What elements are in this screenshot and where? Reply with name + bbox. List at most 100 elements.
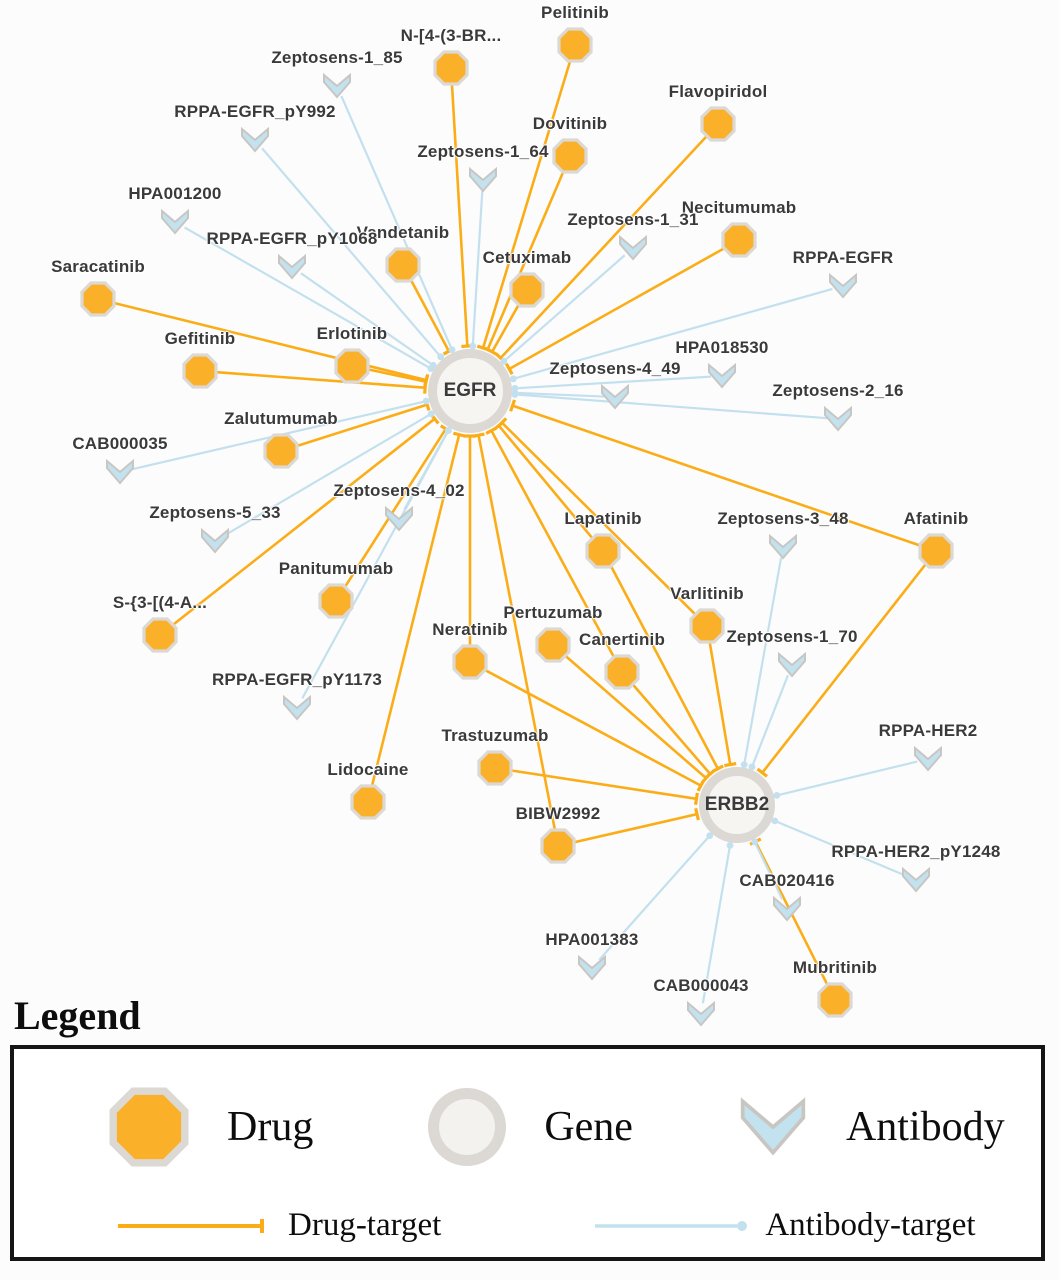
antibody-node-RPPA-EGFR_pY992[interactable] <box>240 126 270 153</box>
antibody-chevron-icon <box>278 253 306 280</box>
drug-node-Vandetanib[interactable] <box>385 247 421 283</box>
drug-node-Erlotinib[interactable] <box>334 348 370 384</box>
edge-drug-target-Saracatinib <box>112 301 430 387</box>
gene-node-EGFR[interactable]: EGFR <box>428 349 512 433</box>
legend-edge-antibody-target: Antibody-target <box>591 1207 976 1244</box>
drug-node-S-{3-[(4-A...[interactable] <box>142 617 178 653</box>
legend-item-gene: Gene <box>428 1088 633 1166</box>
antibody-node-label: RPPA-EGFR_pY1068 <box>206 229 378 248</box>
antibody-node-label: CAB020416 <box>739 871 835 890</box>
antibody-node-CAB020416[interactable] <box>772 895 802 922</box>
drug-node-label: Erlotinib <box>316 324 388 343</box>
antibody-node-RPPA-EGFR_pY1173[interactable] <box>282 694 312 721</box>
legend-antibody-target-label: Antibody-target <box>765 1207 976 1243</box>
drug-node-Lidocaine[interactable] <box>350 784 386 820</box>
drug-node-label: Gefitinib <box>164 329 236 348</box>
antibody-chevron-icon <box>106 458 134 485</box>
drug-node-label: Afatinib <box>903 509 969 528</box>
antibody-target-line-icon <box>595 1220 748 1231</box>
drug-octagon-icon <box>80 281 116 317</box>
legend-drug-target-label: Drug-target <box>288 1207 442 1243</box>
drug-octagon-icon <box>540 828 576 864</box>
edge-antibody-target-RPPA-EGFR_pY1173 <box>301 427 452 699</box>
drug-node-label: Mubritinib <box>792 958 878 977</box>
drug-node-label: Cetuximab <box>482 248 572 267</box>
antibody-node-label: Zeptosens-3_48 <box>717 509 849 528</box>
antibody-node-Zeptosens-1_85[interactable] <box>322 72 352 99</box>
antibody-node-label: Zeptosens-1_70 <box>726 627 858 646</box>
drug-octagon-icon <box>385 247 421 283</box>
antibody-chevron-icon <box>740 1097 806 1156</box>
antibody-node-Zeptosens-1_31[interactable] <box>618 234 648 261</box>
antibody-node-RPPA-EGFR[interactable] <box>828 272 858 299</box>
antibody-chevron-icon <box>902 866 930 893</box>
antibody-node-HPA001200[interactable] <box>160 208 190 235</box>
drug-octagon-icon <box>817 982 853 1018</box>
antibody-node-Zeptosens-3_48[interactable] <box>768 533 798 560</box>
antibody-node-Zeptosens-1_64[interactable] <box>468 166 498 193</box>
drug-node-label: Pelitinib <box>541 3 609 22</box>
antibody-node-Zeptosens-4_49[interactable] <box>600 383 630 410</box>
drug-node-label: Necitumumab <box>681 198 797 217</box>
edge-drug-target-Lidocaine <box>370 431 466 788</box>
antibody-chevron-icon <box>241 126 269 153</box>
drug-node-Varlitinib[interactable] <box>689 608 725 644</box>
antibody-chevron-icon <box>161 208 189 235</box>
drug-node-Canertinib[interactable] <box>604 654 640 690</box>
drug-node-N-[4-(3-BR...[interactable] <box>433 50 469 86</box>
drug-node-Neratinib[interactable] <box>452 644 488 680</box>
drug-node-Trastuzumab[interactable] <box>477 750 513 786</box>
drug-node-Mubritinib[interactable] <box>817 982 853 1018</box>
drug-node-label: Dovitinib <box>532 114 608 133</box>
drug-node-label: Trastuzumab <box>441 726 549 745</box>
antibody-chevron-icon <box>687 1000 715 1027</box>
antibody-chevron-icon <box>824 405 852 432</box>
antibody-node-label: RPPA-HER2_pY1248 <box>831 842 1001 861</box>
edge-antibody-target-CAB000043 <box>701 842 734 1004</box>
antibody-node-HPA001383[interactable] <box>577 954 607 981</box>
drug-node-Saracatinib[interactable] <box>80 281 116 317</box>
antibody-node-Zeptosens-2_16[interactable] <box>823 405 853 432</box>
drug-node-Necitumumab[interactable] <box>721 222 757 258</box>
drug-node-Afatinib[interactable] <box>918 533 954 569</box>
drug-node-Zalutumumab[interactable] <box>263 433 299 469</box>
antibody-node-label: Zeptosens-1_31 <box>567 210 699 229</box>
gene-node-label: EGFR <box>443 380 497 401</box>
edge-drug-target-Afatinib <box>756 562 928 778</box>
antibody-node-label: HPA001383 <box>545 930 639 949</box>
edge-drug-target-Canertinib <box>630 682 716 780</box>
drug-node-Cetuximab[interactable] <box>509 272 545 308</box>
drug-node-Gefitinib[interactable] <box>182 353 218 389</box>
antibody-node-Zeptosens-4_02[interactable] <box>384 505 414 532</box>
antibody-node-label: RPPA-HER2 <box>878 721 978 740</box>
legend-box: Drug Gene Antibody Drug-target <box>10 1045 1045 1261</box>
edge-drug-target-BIBW2992 <box>572 807 700 844</box>
edge-drug-target-Afatinib <box>509 399 923 548</box>
gene-node-ERBB2[interactable]: ERBB2 <box>699 767 775 843</box>
antibody-chevron-icon <box>283 694 311 721</box>
drug-node-Dovitinib[interactable] <box>552 138 588 174</box>
antibody-node-Zeptosens-5_33[interactable] <box>200 527 230 554</box>
antibody-node-RPPA-HER2[interactable] <box>913 745 943 772</box>
drug-node-Pertuzumab[interactable] <box>535 627 571 663</box>
antibody-node-CAB000043[interactable] <box>686 1000 716 1027</box>
drug-octagon-icon <box>433 50 469 86</box>
antibody-node-CAB000035[interactable] <box>105 458 135 485</box>
drug-node-label: Zalutumumab <box>224 409 338 428</box>
antibody-node-RPPA-EGFR_pY1068[interactable] <box>277 253 307 280</box>
drug-node-Flavopiridol[interactable] <box>700 106 736 142</box>
drug-node-Lapatinib[interactable] <box>585 533 621 569</box>
drug-octagon-icon <box>604 654 640 690</box>
antibody-node-HPA018530[interactable] <box>707 362 737 389</box>
antibody-node-RPPA-HER2_pY1248[interactable] <box>901 866 931 893</box>
drug-node-BIBW2992[interactable] <box>540 828 576 864</box>
antibody-node-Zeptosens-1_70[interactable] <box>777 651 807 678</box>
drug-node-label: Canertinib <box>578 630 666 649</box>
drug-node-Pelitinib[interactable] <box>557 27 593 63</box>
drug-node-Panitumumab[interactable] <box>318 583 354 619</box>
drug-octagon-icon <box>552 138 588 174</box>
legend-item-drug: Drug <box>109 1087 313 1167</box>
edge-antibody-target-RPPA-HER2_pY1248 <box>771 817 907 877</box>
